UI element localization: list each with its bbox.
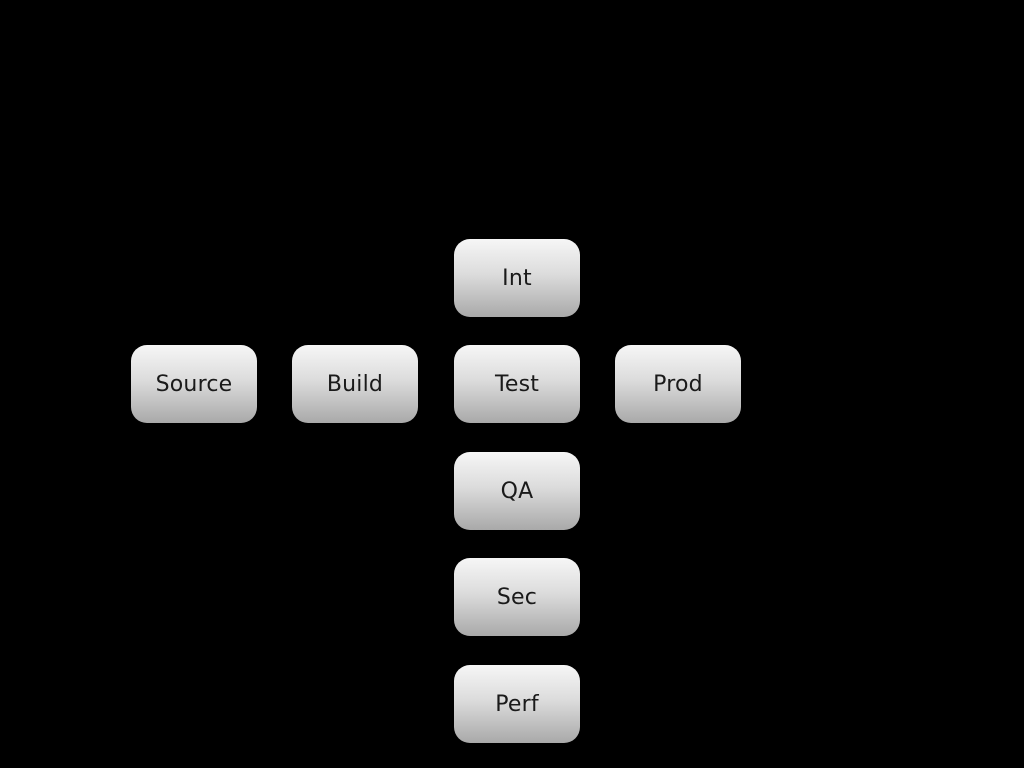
- node-test: Test: [454, 345, 580, 423]
- node-prod-label: Prod: [653, 371, 703, 397]
- node-build-label: Build: [326, 371, 384, 397]
- node-int: Int: [454, 239, 580, 317]
- node-build: Build: [292, 345, 418, 423]
- node-source-label: Source: [155, 371, 233, 397]
- node-test-label: Test: [494, 371, 540, 397]
- node-sec: Sec: [454, 558, 580, 636]
- node-int-label: Int: [502, 265, 532, 291]
- node-source: Source: [131, 345, 257, 423]
- node-sec-label: Sec: [496, 584, 538, 610]
- node-perf-label: Perf: [495, 691, 539, 717]
- node-qa: QA: [454, 452, 580, 530]
- node-prod: Prod: [615, 345, 741, 423]
- node-perf: Perf: [454, 665, 580, 743]
- node-qa-label: QA: [500, 478, 534, 504]
